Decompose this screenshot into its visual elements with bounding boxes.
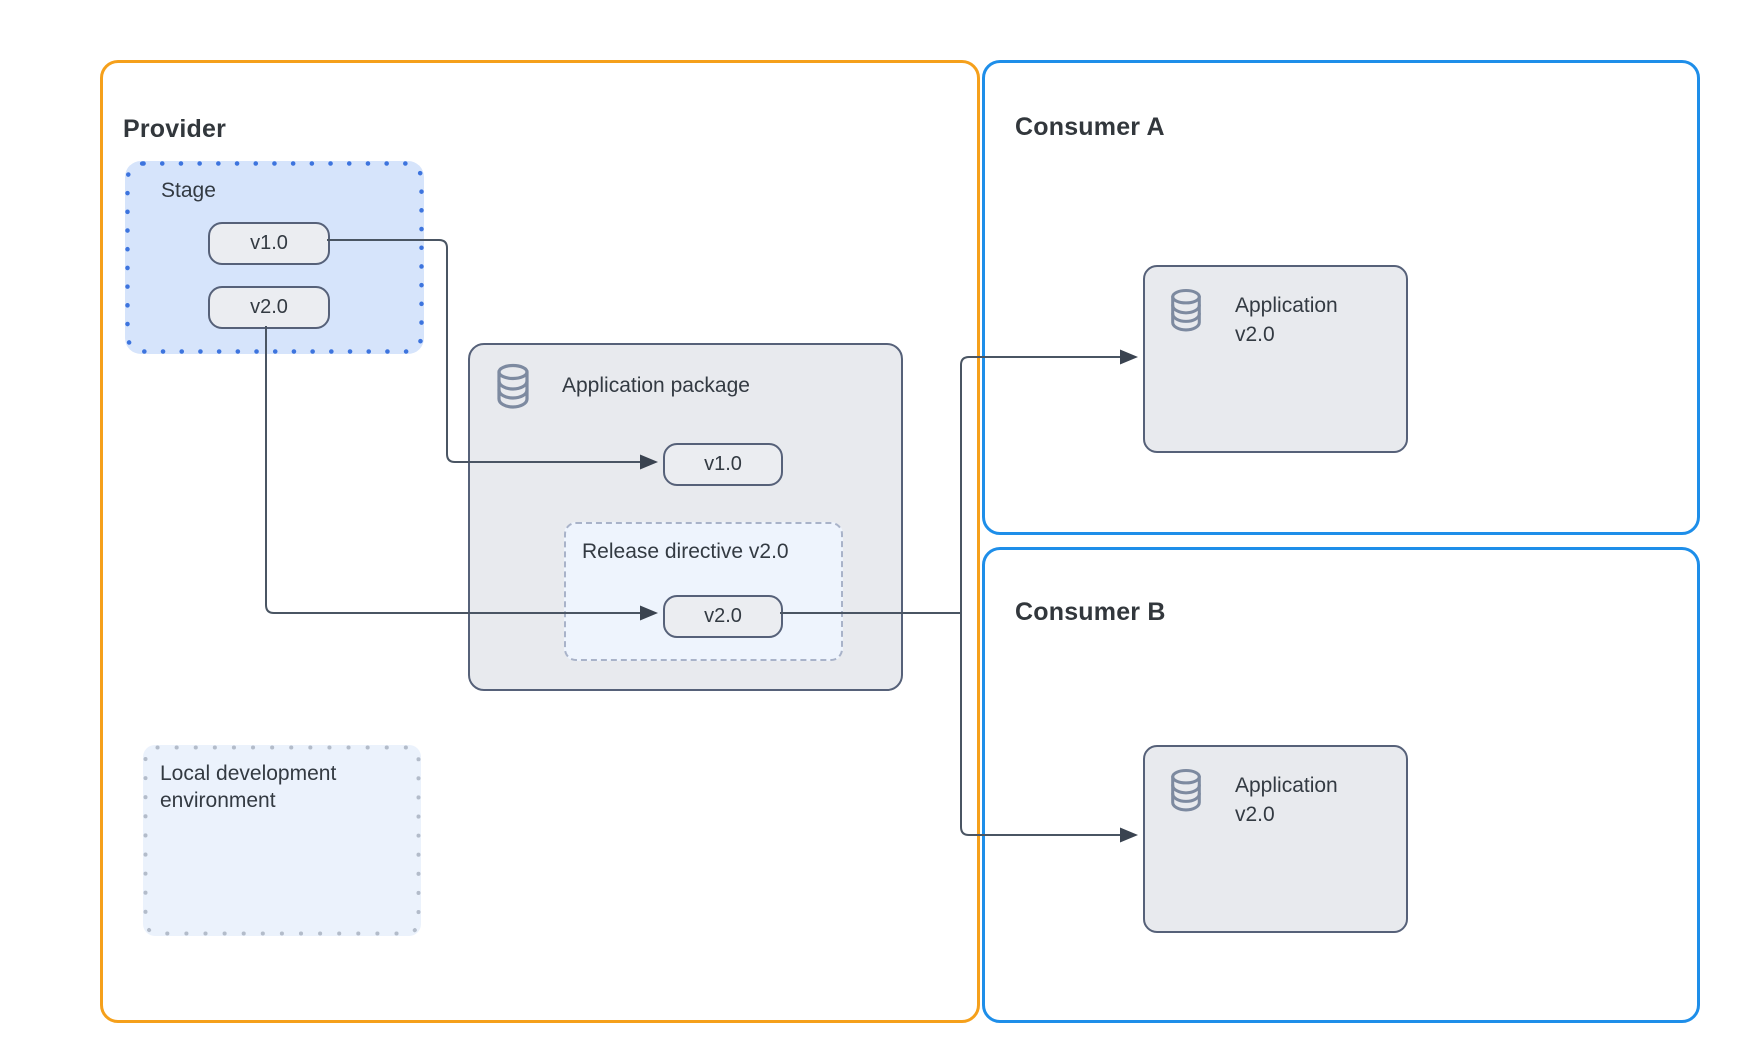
application-package-label: Application package (562, 374, 750, 397)
application-package-box: Application package v1.0 Release directi… (468, 343, 903, 691)
database-icon (497, 363, 529, 409)
consumer-b-application-card: Application v2.0 (1143, 745, 1408, 933)
package-version-pill-v1: v1.0 (663, 443, 783, 486)
application-package-header: Application package (493, 363, 750, 409)
release-version-pill-v2: v2.0 (663, 595, 783, 638)
version-label: v1.0 (704, 453, 742, 475)
version-label: v2.0 (250, 296, 288, 318)
application-name: Application (1235, 774, 1338, 797)
version-label: v1.0 (250, 232, 288, 254)
stage-version-pill-v2: v2.0 (208, 286, 330, 329)
provider-box: Provider Stage v1.0 v2.0 (100, 60, 980, 1023)
consumer-a-title: Consumer A (1015, 112, 1165, 141)
local-dev-box: Local development environment (143, 745, 421, 936)
local-dev-label: Local development environment (160, 762, 337, 812)
version-label: v2.0 (704, 605, 742, 627)
database-icon (1171, 769, 1201, 812)
provider-title: Provider (123, 114, 227, 143)
application-label: Application v2.0 (1235, 291, 1338, 349)
release-directive-label: Release directive v2.0 (582, 540, 789, 563)
consumer-a-box: Consumer A Application v2.0 (982, 60, 1700, 535)
stage-label: Stage (161, 179, 216, 202)
application-version: v2.0 (1235, 323, 1275, 346)
consumer-b-box: Consumer B Application v2.0 (982, 547, 1700, 1023)
stage-version-pill-v1: v1.0 (208, 222, 330, 265)
database-icon (1171, 289, 1201, 332)
application-name: Application (1235, 294, 1338, 317)
consumer-b-title: Consumer B (1015, 597, 1166, 626)
application-version: v2.0 (1235, 803, 1275, 826)
release-directive-box: Release directive v2.0 v2.0 (564, 522, 843, 661)
application-label: Application v2.0 (1235, 771, 1338, 829)
stage-box: Stage v1.0 v2.0 (125, 161, 424, 354)
consumer-a-application-card: Application v2.0 (1143, 265, 1408, 453)
